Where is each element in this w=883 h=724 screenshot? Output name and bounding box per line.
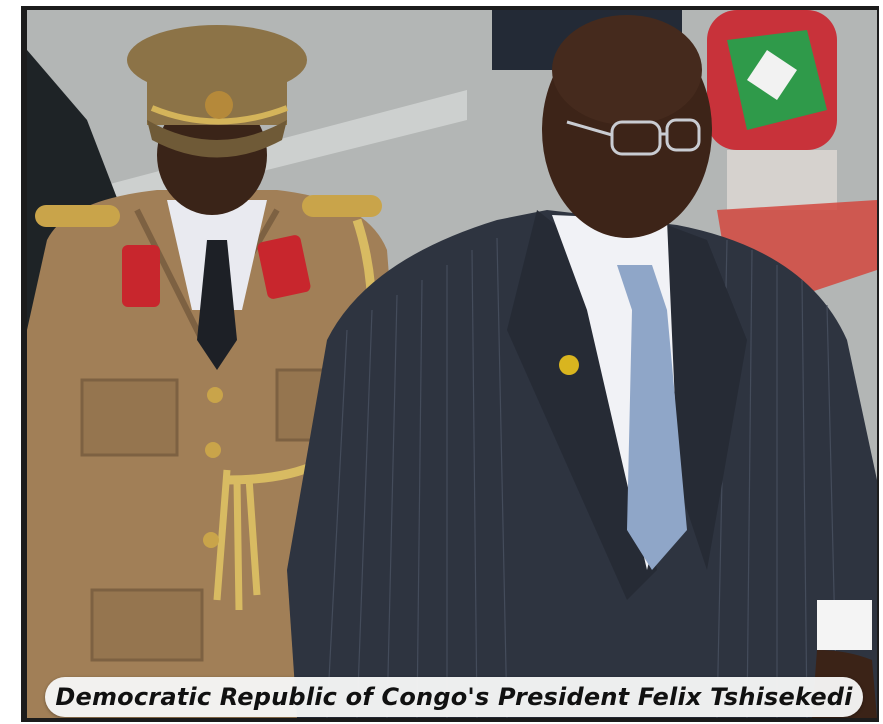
caption-text: Democratic Republic of Congo's President…: [55, 683, 853, 711]
flag-object: [707, 10, 837, 210]
president-figure: [287, 15, 877, 718]
photo-caption: Democratic Republic of Congo's President…: [45, 677, 863, 717]
photo-illustration: [27, 10, 877, 718]
news-photo: [27, 10, 877, 718]
